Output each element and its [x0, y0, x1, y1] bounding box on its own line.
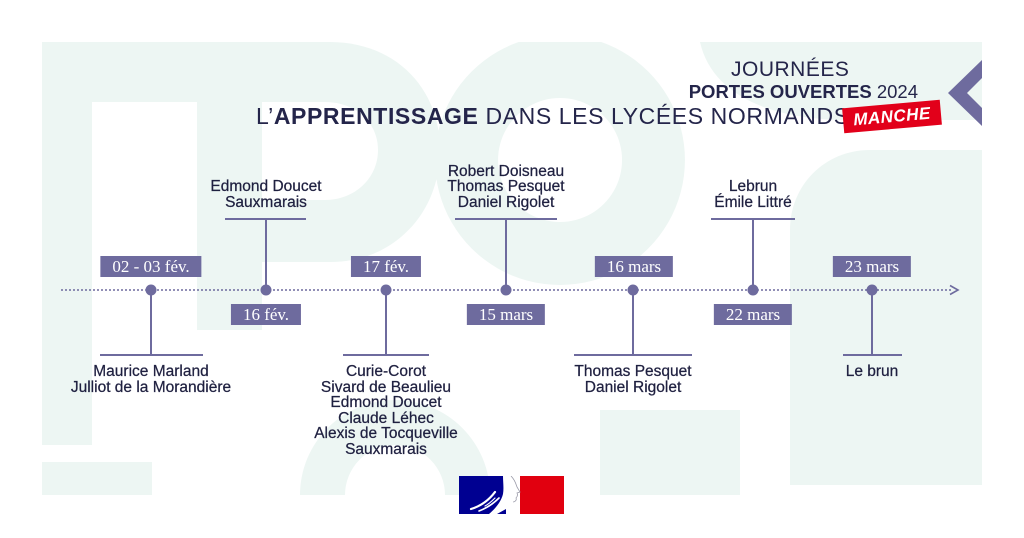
school-name: Curie-Corot — [345, 363, 427, 380]
school-name: Julliot de la Morandière — [70, 378, 232, 396]
event-4-school-list: Robert Doisneau Thomas Pesquet Daniel Ri… — [447, 162, 565, 211]
school-name: Le brun — [845, 363, 899, 380]
school-name: Sauxmarais — [345, 440, 427, 458]
title-portes-ouvertes-bold: PORTES OUVERTES — [688, 81, 872, 102]
event-2-date: 16 fév. — [230, 304, 302, 325]
event-2-school-list: Edmond Doucet Sauxmarais — [210, 179, 321, 210]
event-5-node — [627, 284, 639, 296]
school-name: Thomas Pesquet — [447, 178, 565, 195]
event-3-date: 17 fév. — [350, 256, 422, 277]
school-name: Sivard de Beaulieu — [320, 378, 452, 396]
event-1-connector — [100, 290, 203, 356]
event-3-school-list: Curie-Corot Sivard de Beaulieu Edmond Do… — [314, 364, 458, 457]
title-apprentissage-bold: APPRENTISSAGE — [273, 103, 479, 129]
chevron-left-icon — [948, 60, 982, 126]
event-1-date: 02 - 03 fév. — [100, 256, 202, 277]
event-6-connector — [711, 218, 795, 290]
event-4-connector — [455, 218, 557, 290]
event-5-school-list: Thomas Pesquet Daniel Rigolet — [574, 364, 691, 395]
watermark-shape — [600, 410, 740, 495]
event-3-node — [380, 284, 392, 296]
event-5-date: 16 mars — [594, 256, 674, 277]
school-name: Thomas Pesquet — [574, 363, 692, 380]
school-name: Claude Léhec — [338, 409, 434, 427]
school-name: Robert Doisneau — [447, 162, 565, 180]
event-7-date: 23 mars — [832, 256, 912, 277]
marianne-logo — [459, 476, 564, 514]
event-6-node — [747, 284, 759, 296]
event-7-school-list: Le brun — [846, 364, 899, 380]
school-name: Daniel Rigolet — [457, 193, 555, 211]
school-name: Sauxmarais — [225, 193, 307, 211]
event-1-school-list: Maurice Marland Julliot de la Morandière — [70, 363, 232, 396]
watermark-shape — [42, 42, 92, 445]
school-name: Alexis de Tocqueville — [314, 425, 458, 442]
event-6-date: 22 mars — [713, 304, 793, 325]
event-1-node — [145, 284, 157, 296]
event-3-connector — [343, 290, 429, 356]
title-apprentissage: L’APPRENTISSAGE DANS LES LYCÉES NORMANDS — [256, 105, 850, 128]
school-name: Émile Littré — [714, 193, 792, 211]
event-2-node — [260, 284, 272, 296]
arrow-right-icon — [949, 284, 960, 296]
watermark-shape — [42, 462, 152, 495]
event-7-connector — [843, 290, 902, 356]
watermark-shape — [300, 400, 490, 495]
school-name: Daniel Rigolet — [584, 378, 682, 396]
school-name: Lebrun — [728, 178, 778, 195]
title-lycees-normands: DANS LES LYCÉES NORMANDS — [485, 103, 850, 129]
watermark-shape — [790, 150, 982, 485]
watermark-shape — [92, 42, 197, 102]
event-2-connector — [225, 218, 306, 290]
event-5-connector — [574, 290, 692, 356]
school-name: Edmond Doucet — [330, 394, 442, 411]
event-7-node — [866, 284, 878, 296]
school-name: Maurice Marland — [93, 363, 209, 380]
title-prefix: L’ — [256, 103, 274, 129]
watermark-shape — [197, 42, 440, 330]
watermark-shape — [700, 42, 982, 120]
school-name: Edmond Doucet — [210, 178, 322, 195]
watermark-shape — [434, 42, 685, 285]
event-4-node — [500, 284, 512, 296]
title-year: 2024 — [876, 81, 918, 102]
event-6-school-list: Lebrun Émile Littré — [714, 179, 792, 210]
title-journees: JOURNÉES — [731, 58, 850, 81]
title-portes-ouvertes: PORTES OUVERTES 2024 — [688, 81, 918, 102]
event-4-date: 15 mars — [466, 304, 546, 325]
